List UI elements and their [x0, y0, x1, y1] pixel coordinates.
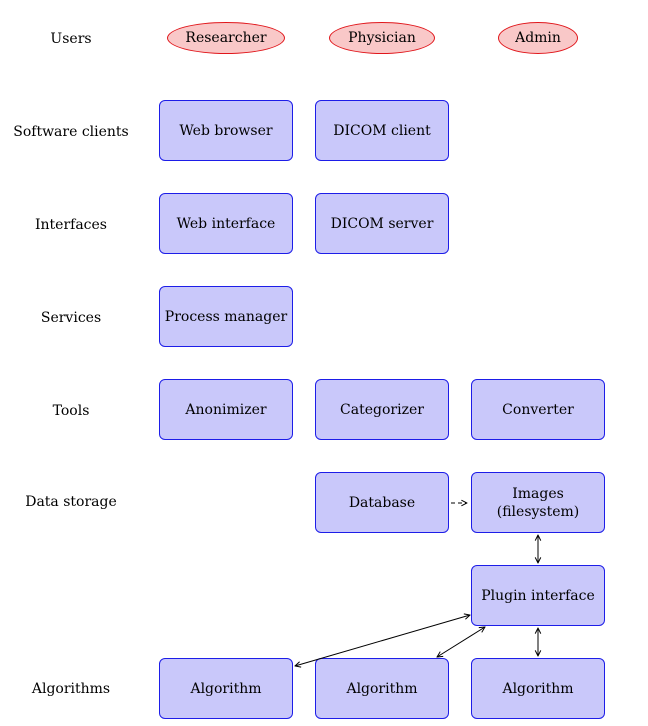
- node-algorithm-1: Algorithm: [159, 658, 293, 719]
- node-algorithm-2: Algorithm: [315, 658, 449, 719]
- row-label-interfaces: Interfaces: [35, 217, 107, 233]
- node-dicom-client: DICOM client: [315, 100, 449, 161]
- node-categorizer: Categorizer: [315, 379, 449, 440]
- row-label-data-storage: Data storage: [25, 494, 117, 510]
- node-plugin-interface: Plugin interface: [471, 565, 605, 626]
- row-label-services: Services: [40, 310, 102, 326]
- node-images-line2: (filesystem): [496, 503, 580, 520]
- node-dicom-server: DICOM server: [315, 193, 449, 254]
- row-label-software-clients: Software clients: [13, 124, 129, 140]
- row-label-tools: Tools: [52, 403, 90, 419]
- edge-plugin-algorithm2: [437, 627, 485, 657]
- node-images: Images (filesystem): [471, 472, 605, 533]
- node-web-interface: Web interface: [159, 193, 293, 254]
- node-database: Database: [315, 472, 449, 533]
- node-anonimizer: Anonimizer: [159, 379, 293, 440]
- user-physician: Physician: [329, 22, 435, 54]
- node-algorithm-3: Algorithm: [471, 658, 605, 719]
- node-web-browser: Web browser: [159, 100, 293, 161]
- row-label-algorithms: Algorithms: [31, 681, 111, 697]
- node-images-line1: Images: [512, 485, 564, 502]
- user-admin: Admin: [498, 22, 578, 54]
- node-converter: Converter: [471, 379, 605, 440]
- node-process-manager: Process manager: [159, 286, 293, 347]
- user-researcher: Researcher: [167, 22, 285, 54]
- row-label-users: Users: [50, 31, 92, 47]
